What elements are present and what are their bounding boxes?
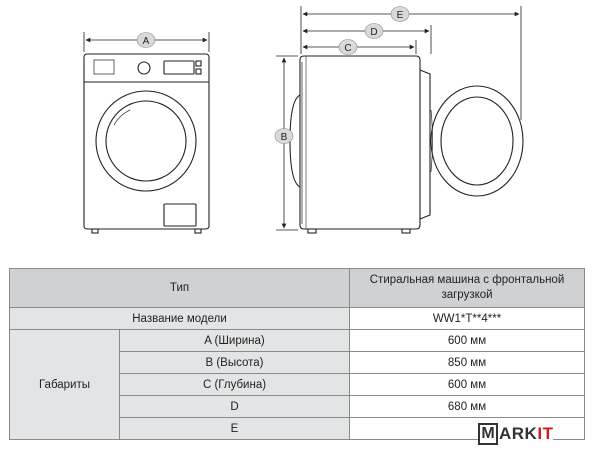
svg-text:E: E xyxy=(397,10,404,21)
table-row-model: Название модели WW1*T**4*** xyxy=(8,307,586,330)
table-row: C (Глубина) 600 мм xyxy=(10,373,586,396)
dim-label-b: B xyxy=(274,128,294,144)
svg-text:B: B xyxy=(281,132,288,143)
row-value-cell: 600 мм xyxy=(349,329,586,352)
front-view xyxy=(83,32,210,234)
table-header-row: Тип Стиральная машина с фронтальной загр… xyxy=(8,268,586,308)
watermark-text-red: IT xyxy=(537,424,554,443)
table-row: D 680 мм xyxy=(10,395,586,418)
row-value-cell: 600 мм xyxy=(349,373,586,396)
table-row: B (Высота) 850 мм xyxy=(10,351,586,374)
dimension-labels: A B C D E xyxy=(136,6,410,144)
header-type-cell: Тип xyxy=(8,268,351,308)
row-value-cell: 850 мм xyxy=(349,351,586,374)
table-row: Габариты A (Ширина) 600 мм xyxy=(9,329,586,440)
dim-label-e: E xyxy=(390,6,410,22)
watermark-m-letter: M xyxy=(478,423,498,445)
row-label-cell: D xyxy=(118,395,351,418)
dimensions-group-cell: Габариты xyxy=(9,329,120,440)
row-label-cell: A (Ширина) xyxy=(118,329,351,352)
svg-text:C: C xyxy=(344,43,351,54)
svg-text:D: D xyxy=(370,27,377,38)
svg-text:A: A xyxy=(143,36,150,47)
dim-label-d: D xyxy=(364,23,384,39)
model-value-cell: WW1*T**4*** xyxy=(349,307,586,330)
watermark-text-dark: ARK xyxy=(499,424,538,443)
markit-watermark-logo: M ARKIT xyxy=(478,421,554,447)
dim-label-c: C xyxy=(338,39,358,55)
dimensions-table: Тип Стиральная машина с фронтальной загр… xyxy=(8,268,586,440)
side-view xyxy=(276,6,524,234)
model-label-cell: Название модели xyxy=(8,307,351,330)
row-label-cell: E xyxy=(118,417,351,440)
row-label-cell: B (Высота) xyxy=(118,351,351,374)
header-value-cell: Стиральная машина с фронтальной загрузко… xyxy=(349,268,586,308)
row-label-cell: C (Глубина) xyxy=(118,373,351,396)
dim-label-a: A xyxy=(136,32,156,48)
watermark-text: ARKIT xyxy=(499,424,553,444)
row-value-cell: 680 мм xyxy=(349,395,586,418)
washing-machine-dimension-drawing: A B C D E xyxy=(83,6,524,234)
